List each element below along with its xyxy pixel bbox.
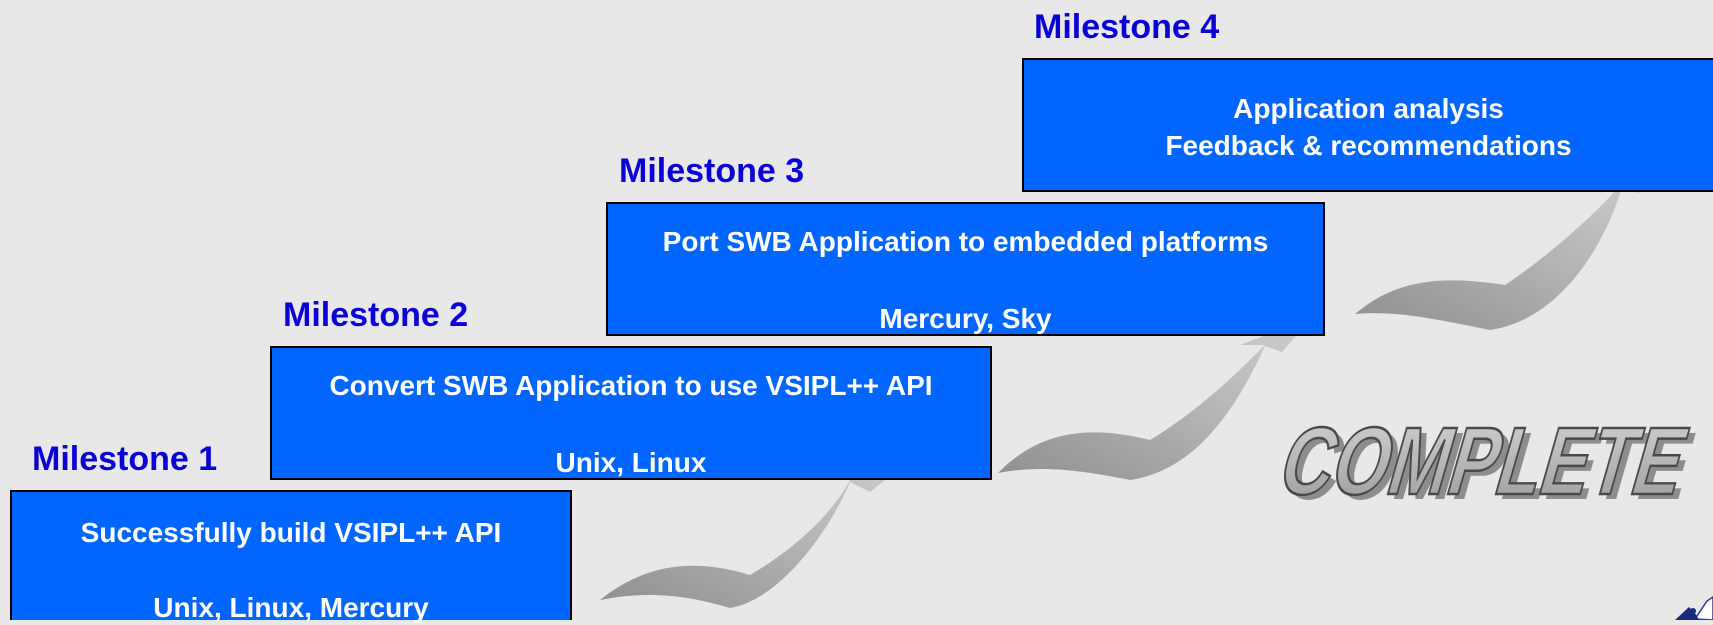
milestone-1-title: Successfully build VSIPL++ API [80, 517, 502, 548]
milestone-3-title: Port SWB Application to embedded platfor… [662, 226, 1269, 257]
milestone-3-label: Milestone 3 [619, 152, 805, 190]
milestone-4-title-line-2: Feedback & recommendations [1165, 130, 1572, 161]
complete-text: COMPLETE [1269, 407, 1700, 510]
milestone-1-box: Successfully build VSIPL++ API Unix, Lin… [10, 490, 572, 623]
milestone-1-label: Milestone 1 [32, 440, 218, 478]
complete-text-shadow: COMPLETE [1275, 412, 1706, 510]
complete-stamp: COMPLETE COMPLETE [1268, 406, 1706, 510]
milestone-2-title: Convert SWB Application to use VSIPL++ A… [329, 370, 933, 401]
logo-icon [1675, 596, 1713, 620]
milestone-4-label: Milestone 4 [1034, 8, 1220, 46]
arrow-2-to-3 [998, 318, 1312, 480]
milestone-2-label: Milestone 2 [283, 296, 469, 334]
milestone-1-platforms: Unix, Linux, Mercury [153, 592, 429, 623]
milestone-4-title-line-1: Application analysis [1233, 93, 1504, 124]
arrow-3-to-4 [1355, 168, 1668, 330]
milestone-2-platforms: Unix, Linux [555, 447, 707, 478]
milestone-2-box: Convert SWB Application to use VSIPL++ A… [270, 346, 992, 480]
milestone-3-platforms: Mercury, Sky [879, 303, 1052, 334]
arrow-1-to-2 [600, 456, 915, 608]
milestone-3-box: Port SWB Application to embedded platfor… [606, 202, 1325, 336]
milestone-4-box: Application analysis Feedback & recommen… [1022, 58, 1713, 192]
